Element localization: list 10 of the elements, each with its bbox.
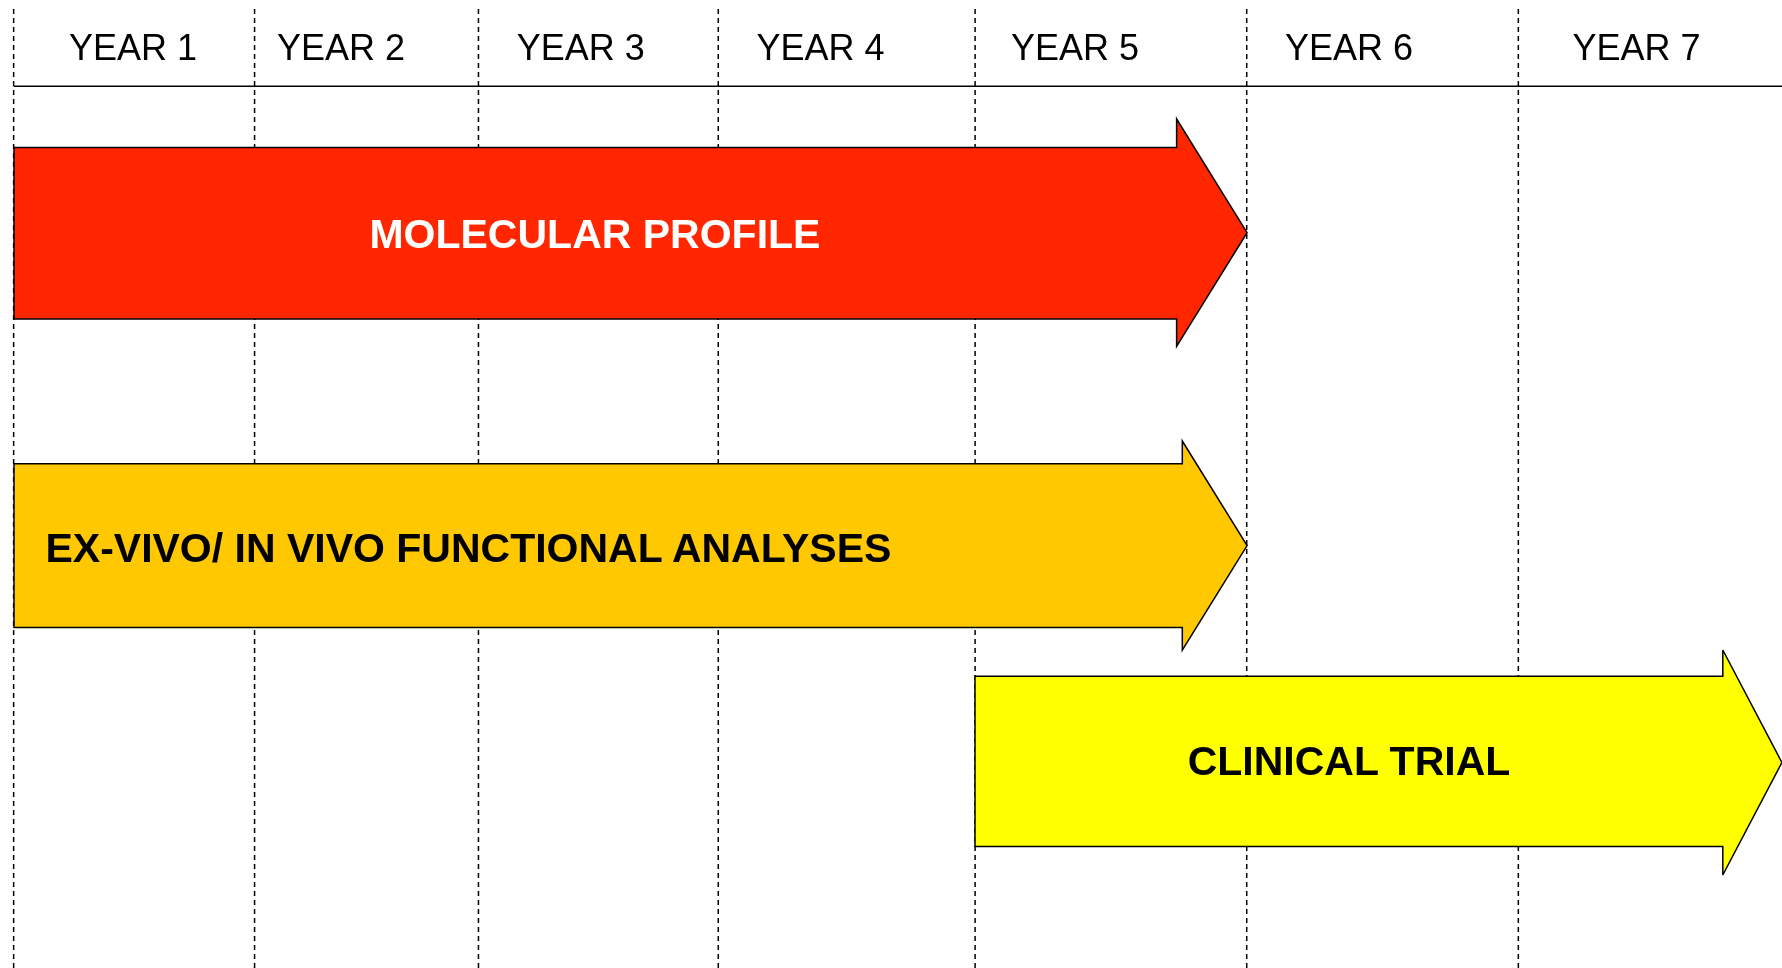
- year-label: YEAR 7: [1572, 27, 1701, 70]
- phase-label: CLINICAL TRIAL: [1187, 737, 1511, 785]
- year-label: YEAR 4: [756, 27, 885, 70]
- phase-label: EX-VIVO/ IN VIVO FUNCTIONAL ANALYSES: [45, 524, 892, 572]
- phase-label: MOLECULAR PROFILE: [369, 210, 821, 258]
- year-label: YEAR 3: [516, 27, 645, 70]
- year-label: YEAR 6: [1284, 27, 1414, 70]
- year-label: YEAR 5: [1011, 27, 1140, 70]
- year-label: YEAR 1: [68, 27, 197, 70]
- year-label: YEAR 2: [276, 27, 405, 70]
